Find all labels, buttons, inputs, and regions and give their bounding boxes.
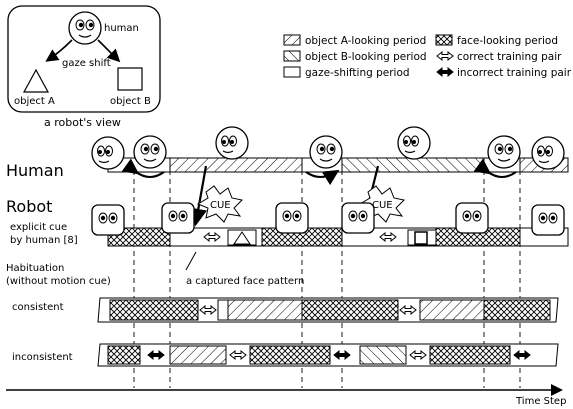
legend-incorrect-pair: incorrect training pair [457, 67, 572, 79]
cue-burst-1: CUE [198, 186, 242, 222]
human-face-icon-3 [216, 127, 248, 159]
consistent-timeline [98, 298, 558, 322]
row-label-habituation-1: Habituation [6, 263, 64, 274]
robot-icon-6 [532, 205, 564, 235]
legend-object-b: object B-looking period [305, 51, 427, 63]
legend-object-a: object A-looking period [305, 35, 426, 47]
human-face-icon-5 [398, 127, 430, 159]
legend-swatch-object-b [284, 51, 300, 61]
legend-swatch-gaze-shifting [284, 67, 300, 77]
human-face-icon-2 [134, 136, 166, 168]
human-gaze-return-1 [136, 172, 164, 177]
row-label-inconsistent: inconsistent [12, 352, 73, 363]
legend-correct-pair: correct training pair [457, 51, 562, 63]
legend-gaze-shifting: gaze-shifting period [305, 67, 410, 79]
captured-face-leader [186, 252, 196, 270]
inset-human-label: human [104, 23, 139, 34]
robot-icon-2 [162, 203, 194, 233]
row-label-consistent: consistent [12, 302, 64, 313]
legend-swatch-object-a [284, 35, 300, 45]
robot-view-inset: human gaze shift object A object B a rob… [8, 6, 160, 129]
human-face-icon-4 [310, 136, 342, 168]
cue-arrow-1 [196, 166, 206, 222]
robot-icon-5 [456, 203, 488, 233]
object-b-square-icon [118, 68, 142, 90]
cue-label-2: CUE [372, 200, 393, 211]
robot-icon-1 [92, 205, 124, 235]
row-label-habituation-2: (without motion cue) [6, 276, 111, 287]
captured-object-b-icon [415, 232, 427, 244]
inset-object-a-label: object A [14, 96, 55, 107]
human-face-icon-1 [92, 137, 124, 169]
cue-label-1: CUE [210, 200, 231, 211]
inconsistent-timeline [98, 344, 558, 366]
robot-icon-3 [276, 203, 308, 233]
legend-swatch-face-looking [436, 35, 452, 45]
time-axis-label: Time Step [515, 396, 566, 407]
row-label-robot: Robot [6, 197, 52, 216]
inset-human-face-icon [69, 12, 101, 44]
legend-correct-pair-icon [437, 52, 453, 60]
inset-gaze-shift-label: gaze shift [62, 58, 111, 69]
legend-incorrect-pair-icon [437, 68, 453, 76]
human-face-icon-6 [488, 136, 520, 168]
human-face-icon-7 [532, 137, 564, 169]
robot-icon-4 [342, 203, 374, 233]
human-gaze-return-3 [488, 172, 516, 177]
inset-object-b-label: object B [110, 96, 151, 107]
captured-face-label: a captured face pattern [186, 276, 304, 287]
row-label-explicit-cue-2: by human [8] [10, 235, 78, 246]
row-label-human: Human [6, 161, 64, 180]
legend: object A-looking period object B-looking… [284, 35, 572, 79]
inset-caption: a robot's view [44, 116, 121, 129]
row-label-explicit-cue-1: explicit cue [10, 222, 67, 233]
legend-face-looking: face-looking period [457, 35, 558, 47]
human-gaze-return-2 [306, 172, 336, 177]
